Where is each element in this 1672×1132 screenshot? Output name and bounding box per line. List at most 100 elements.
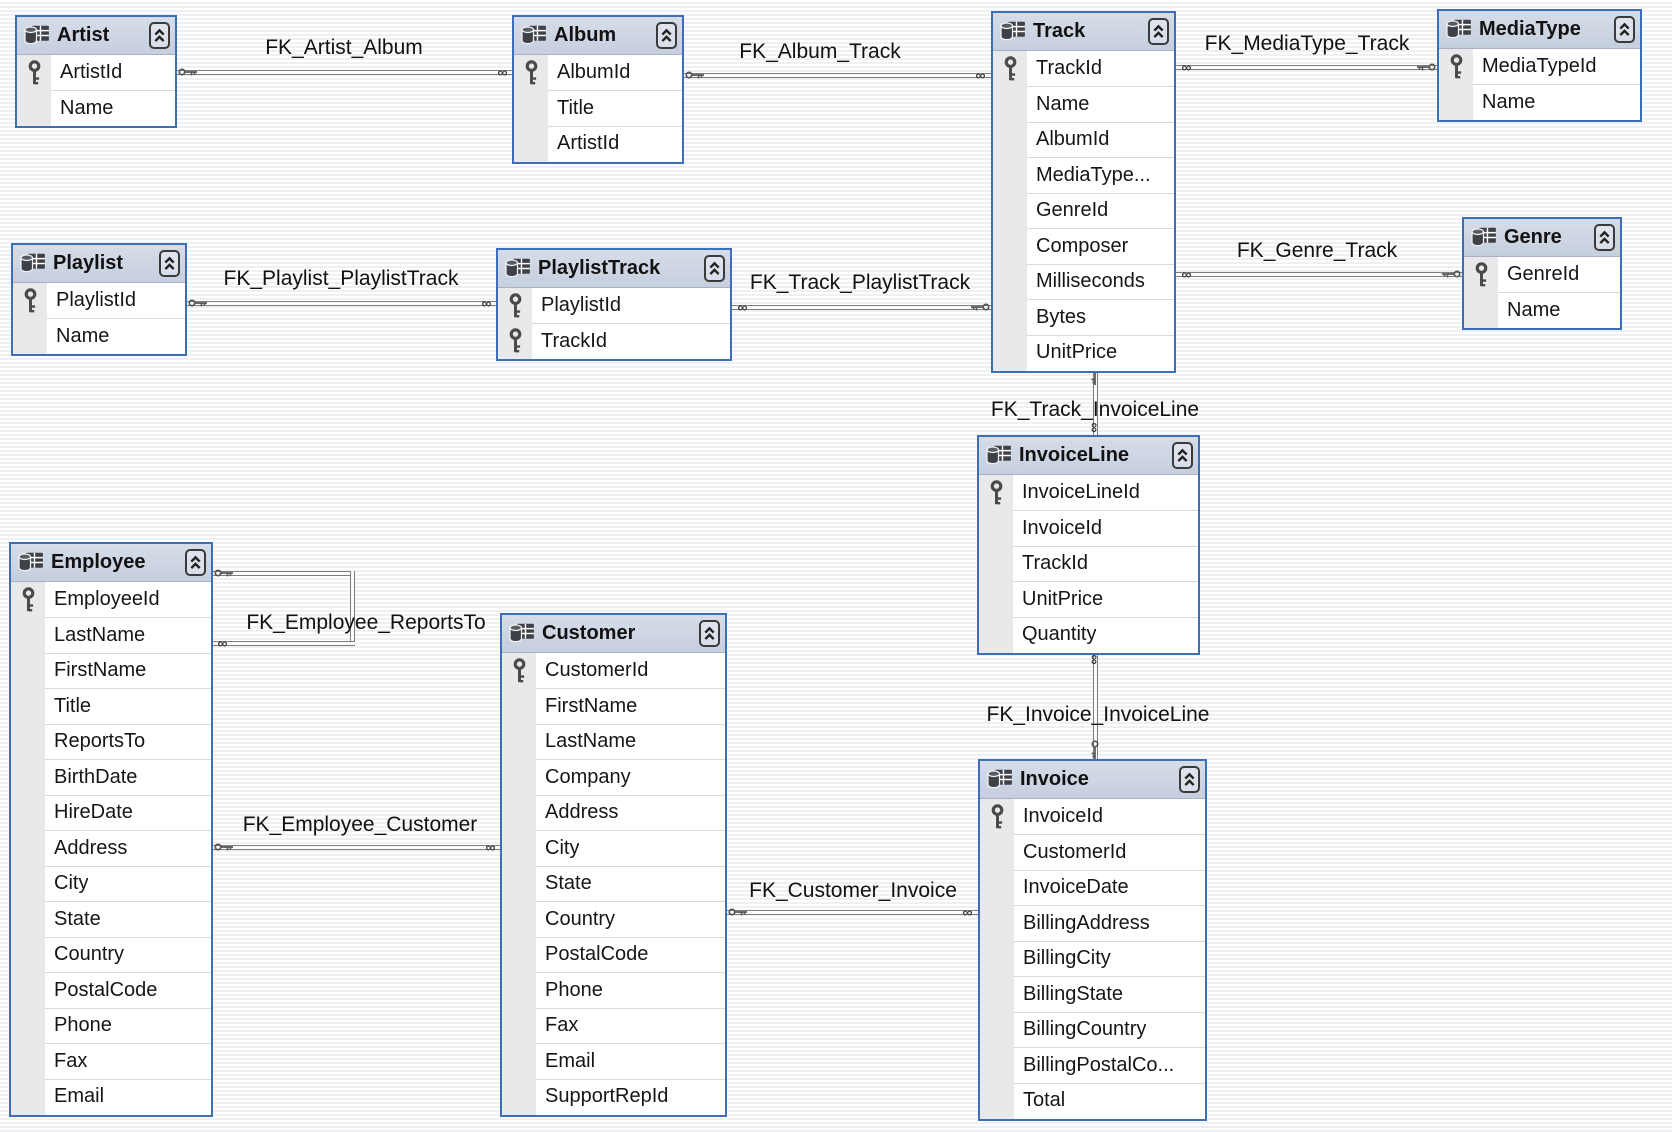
table-row[interactable]: Name [1439, 84, 1640, 121]
table-row[interactable]: Country [11, 936, 211, 973]
table-row[interactable]: ReportsTo [11, 723, 211, 760]
table-row[interactable]: BillingCity [980, 940, 1205, 977]
table-row[interactable]: GenreId [1464, 257, 1620, 293]
table-row[interactable]: InvoiceId [980, 799, 1205, 835]
relationship-line[interactable] [213, 641, 355, 646]
table-row[interactable]: Phone [502, 972, 725, 1009]
table-row[interactable]: AlbumId [514, 55, 682, 91]
table-row[interactable]: Address [502, 794, 725, 831]
table-customer[interactable]: Customer CustomerId FirstName LastName C… [500, 613, 727, 1117]
table-row[interactable]: SupportRepId [502, 1078, 725, 1115]
relationship-line[interactable] [213, 845, 500, 850]
collapse-button[interactable] [699, 620, 720, 647]
table-header[interactable]: Album [514, 17, 682, 55]
table-row[interactable]: State [502, 865, 725, 902]
table-row[interactable]: EmployeeId [11, 582, 211, 618]
collapse-button[interactable] [704, 255, 725, 282]
table-row[interactable]: UnitPrice [993, 334, 1174, 371]
table-row[interactable]: GenreId [993, 192, 1174, 229]
table-row[interactable]: City [11, 865, 211, 902]
table-row[interactable]: Milliseconds [993, 263, 1174, 300]
table-employee[interactable]: Employee EmployeeId LastName FirstName T… [9, 542, 213, 1117]
table-row[interactable]: Name [1464, 292, 1620, 329]
table-row[interactable]: PostalCode [502, 936, 725, 973]
table-row[interactable]: Name [13, 318, 185, 355]
table-row[interactable]: AlbumId [993, 121, 1174, 158]
collapse-button[interactable] [1148, 18, 1169, 45]
table-row[interactable]: Email [11, 1078, 211, 1115]
collapse-button[interactable] [1594, 224, 1615, 251]
collapse-button[interactable] [656, 22, 677, 49]
collapse-button[interactable] [1614, 16, 1635, 43]
relationship-line[interactable] [350, 571, 355, 646]
table-row[interactable]: PostalCode [11, 972, 211, 1009]
table-row[interactable]: Total [980, 1082, 1205, 1119]
table-row[interactable]: ArtistId [17, 55, 175, 91]
table-row[interactable]: TrackId [498, 323, 730, 360]
table-row[interactable]: Name [17, 90, 175, 127]
relationship-line[interactable] [1093, 368, 1098, 435]
relationship-line[interactable] [1093, 651, 1098, 759]
table-row[interactable]: UnitPrice [979, 581, 1198, 618]
relationship-line[interactable] [732, 305, 991, 310]
table-row[interactable]: MediaType... [993, 157, 1174, 194]
table-row[interactable]: Name [993, 86, 1174, 123]
table-header[interactable]: Playlist [13, 245, 185, 283]
table-header[interactable]: PlaylistTrack [498, 250, 730, 288]
table-row[interactable]: CustomerId [980, 834, 1205, 871]
table-row[interactable]: TrackId [993, 51, 1174, 87]
table-row[interactable]: BillingState [980, 976, 1205, 1013]
table-row[interactable]: Address [11, 830, 211, 867]
table-row[interactable]: PlaylistId [498, 288, 730, 324]
table-row[interactable]: Composer [993, 228, 1174, 265]
table-row[interactable]: BirthDate [11, 759, 211, 796]
table-header[interactable]: Track [993, 13, 1174, 51]
table-row[interactable]: LastName [11, 617, 211, 654]
table-row[interactable]: BillingAddress [980, 905, 1205, 942]
collapse-button[interactable] [185, 549, 206, 576]
relationship-line[interactable] [684, 73, 991, 78]
table-mediatype[interactable]: MediaType MediaTypeId Name [1437, 9, 1642, 122]
table-row[interactable]: Country [502, 901, 725, 938]
table-row[interactable]: Email [502, 1043, 725, 1080]
relationship-line[interactable] [1176, 272, 1462, 277]
relationship-line[interactable] [727, 910, 978, 915]
table-row[interactable]: PlaylistId [13, 283, 185, 319]
table-header[interactable]: InvoiceLine [979, 437, 1198, 475]
table-header[interactable]: Invoice [980, 761, 1205, 799]
table-row[interactable]: TrackId [979, 545, 1198, 582]
collapse-button[interactable] [1179, 766, 1200, 793]
table-header[interactable]: Employee [11, 544, 211, 582]
table-row[interactable]: State [11, 901, 211, 938]
table-row[interactable]: FirstName [11, 652, 211, 689]
table-row[interactable]: Fax [11, 1043, 211, 1080]
table-row[interactable]: BillingCountry [980, 1011, 1205, 1048]
table-row[interactable]: BillingPostalCo... [980, 1047, 1205, 1084]
table-header[interactable]: MediaType [1439, 11, 1640, 49]
table-header[interactable]: Genre [1464, 219, 1620, 257]
table-playlist[interactable]: Playlist PlaylistId Name [11, 243, 187, 356]
table-row[interactable]: InvoiceDate [980, 869, 1205, 906]
table-invoice[interactable]: Invoice InvoiceId CustomerId InvoiceDate… [978, 759, 1207, 1121]
relationship-line[interactable] [1176, 65, 1437, 70]
collapse-button[interactable] [1172, 442, 1193, 469]
table-row[interactable]: Fax [502, 1007, 725, 1044]
table-album[interactable]: Album AlbumId Title ArtistId [512, 15, 684, 164]
table-row[interactable]: FirstName [502, 688, 725, 725]
table-row[interactable]: Title [11, 688, 211, 725]
table-row[interactable]: ArtistId [514, 125, 682, 162]
table-row[interactable]: Title [514, 90, 682, 127]
table-genre[interactable]: Genre GenreId Name [1462, 217, 1622, 330]
relationship-line[interactable] [213, 571, 355, 576]
table-track[interactable]: Track TrackId Name AlbumId MediaType... … [991, 11, 1176, 373]
collapse-button[interactable] [149, 22, 170, 49]
table-row[interactable]: HireDate [11, 794, 211, 831]
table-row[interactable]: Quantity [979, 616, 1198, 653]
collapse-button[interactable] [159, 250, 180, 277]
table-row[interactable]: Bytes [993, 299, 1174, 336]
table-invoiceline[interactable]: InvoiceLine InvoiceLineId InvoiceId Trac… [977, 435, 1200, 655]
table-header[interactable]: Customer [502, 615, 725, 653]
table-artist[interactable]: Artist ArtistId Name [15, 15, 177, 128]
relationship-line[interactable] [187, 301, 496, 306]
table-playlisttrack[interactable]: PlaylistTrack PlaylistId TrackId [496, 248, 732, 361]
